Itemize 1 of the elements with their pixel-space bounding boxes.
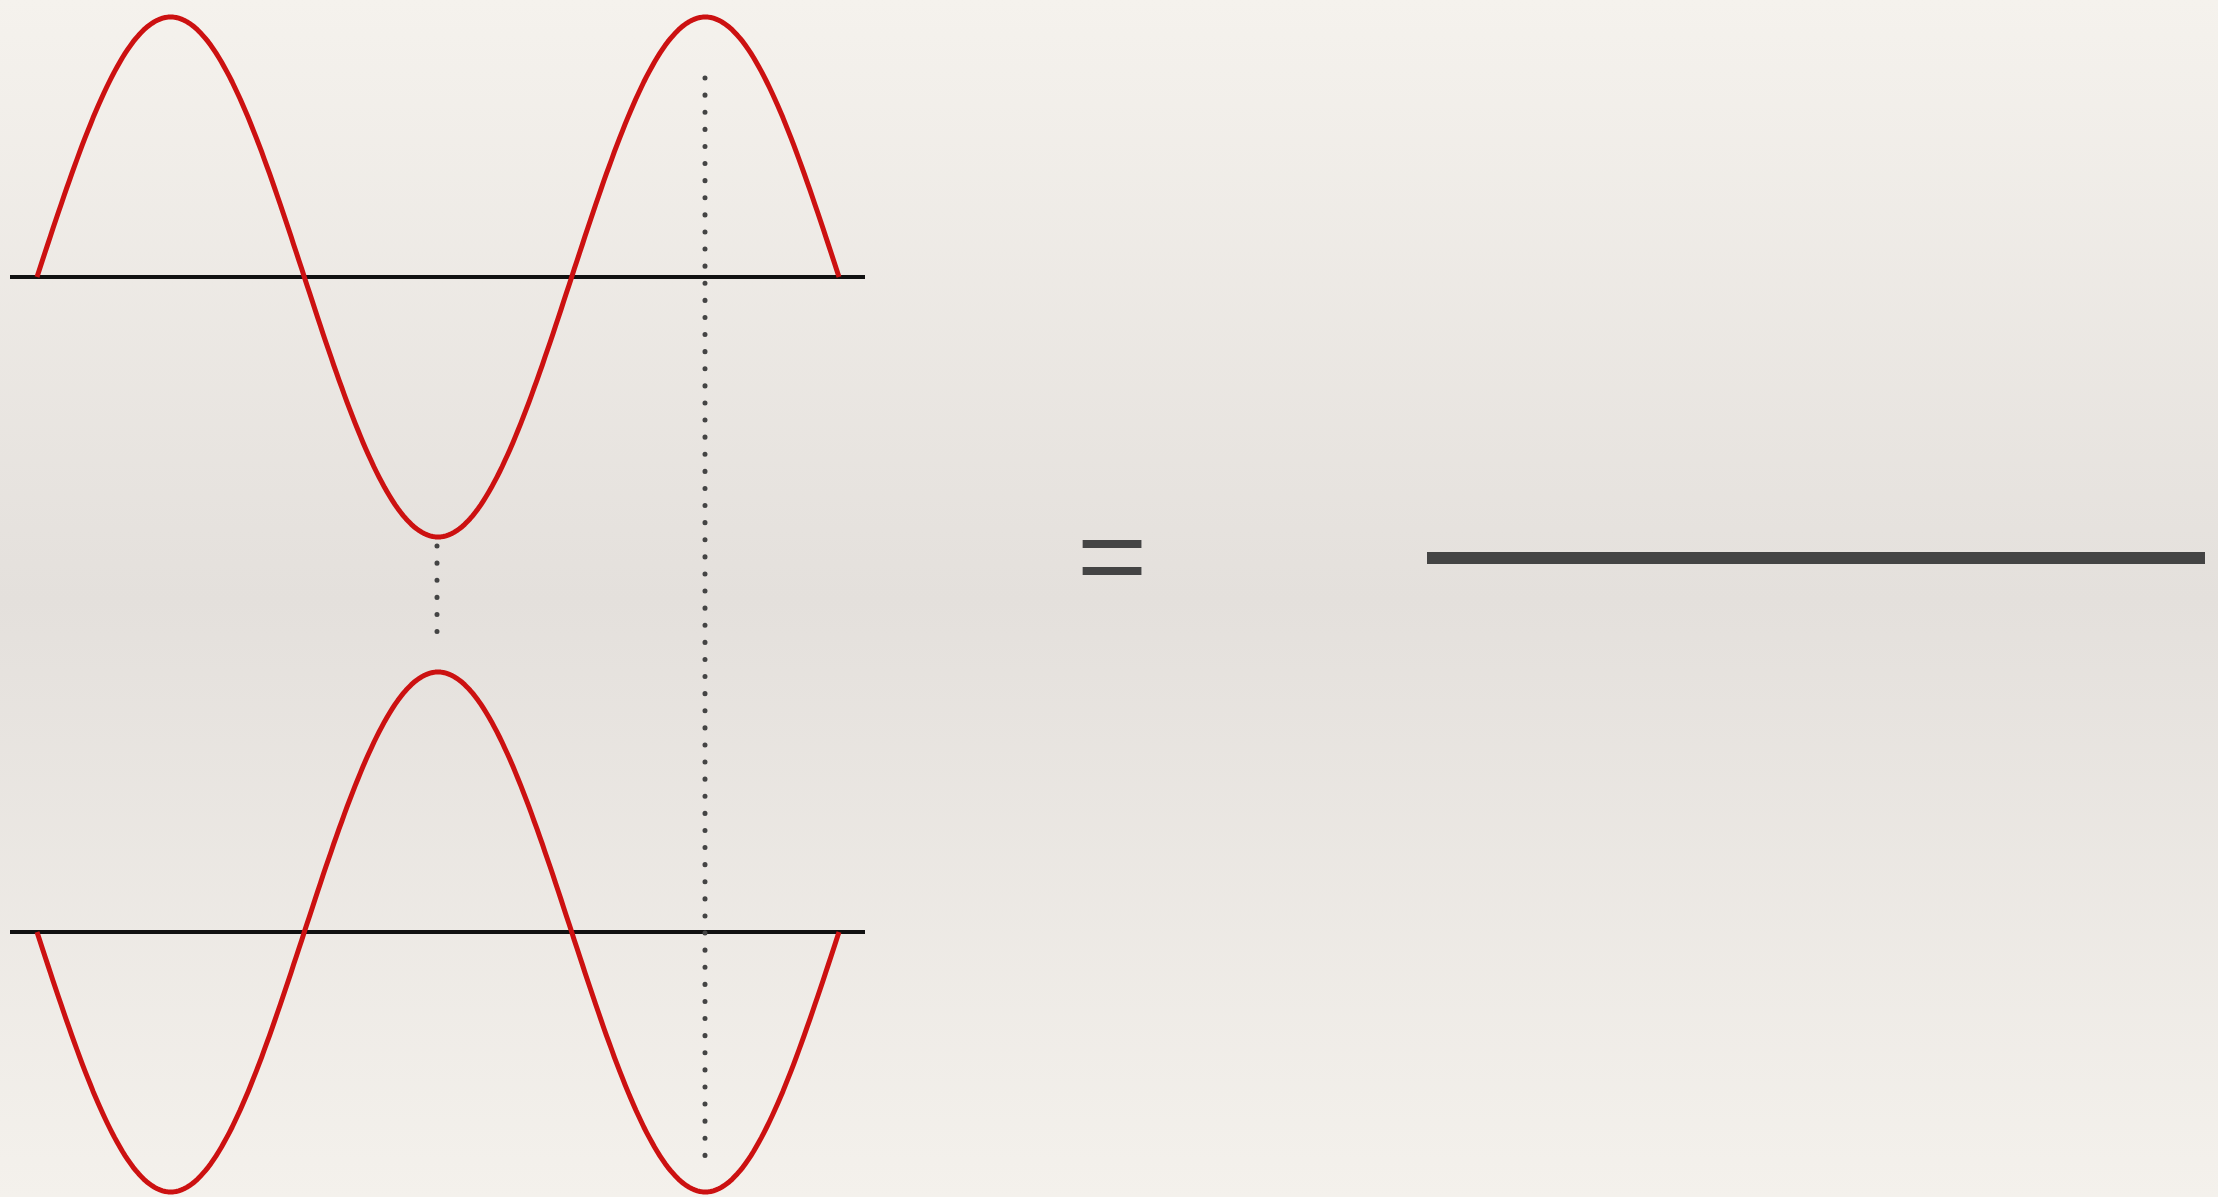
equals-sign: = — [1076, 500, 1148, 610]
